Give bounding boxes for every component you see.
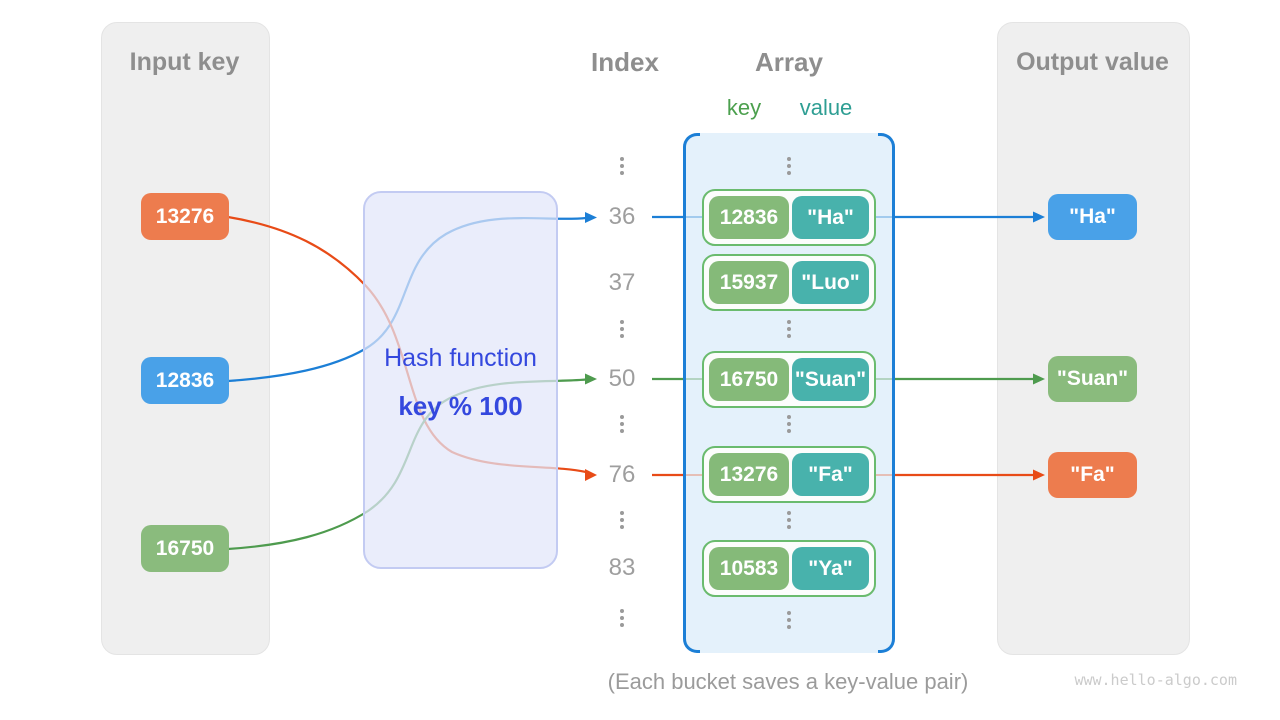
index-ellipsis — [620, 609, 624, 627]
bucket-value: "Fa" — [792, 453, 869, 496]
input-key-16750: 16750 — [141, 525, 229, 572]
index-column-title: Index — [591, 47, 659, 77]
index-value: 36 — [608, 203, 636, 230]
input-key-12836: 12836 — [141, 357, 229, 404]
bucket-key: 12836 — [709, 196, 789, 239]
array-ellipsis — [787, 511, 791, 529]
index-ellipsis — [620, 320, 624, 338]
bucket-key: 13276 — [709, 453, 789, 496]
diagram-caption: (Each bucket saves a key-value pair) — [607, 669, 969, 694]
output-value-fa: "Fa" — [1048, 452, 1137, 498]
index-value: 37 — [608, 269, 636, 296]
hash-function-box — [363, 191, 558, 569]
array-ellipsis — [787, 320, 791, 338]
array-bracket-right — [878, 133, 895, 653]
output-value-panel — [997, 22, 1190, 655]
output-panel-title: Output value — [1016, 48, 1169, 76]
bucket-row-83: 10583 "Ya" — [702, 540, 876, 597]
output-value-ha: "Ha" — [1048, 194, 1137, 240]
arrowhead-green-output-icon — [1033, 373, 1045, 385]
bucket-value: "Ya" — [792, 547, 869, 590]
input-panel-title: Input key — [129, 48, 240, 76]
hash-function-formula: key % 100 — [398, 391, 523, 421]
array-ellipsis — [787, 157, 791, 175]
arrowhead-green-index-icon — [585, 373, 597, 385]
array-column-title: Array — [755, 47, 823, 77]
watermark: www.hello-algo.com — [1074, 671, 1237, 689]
bucket-key: 15937 — [709, 261, 789, 304]
index-ellipsis — [620, 157, 624, 175]
key-header: key — [726, 95, 762, 120]
arrowhead-blue-output-icon — [1033, 211, 1045, 223]
index-ellipsis — [620, 511, 624, 529]
bucket-value: "Suan" — [792, 358, 869, 401]
bucket-key: 16750 — [709, 358, 789, 401]
bucket-row-50: 16750 "Suan" — [702, 351, 876, 408]
value-header: value — [799, 95, 853, 120]
arrowhead-orange-output-icon — [1033, 469, 1045, 481]
hash-function-label: Hash function — [384, 344, 537, 372]
index-ellipsis — [620, 415, 624, 433]
bucket-value: "Ha" — [792, 196, 869, 239]
input-key-13276: 13276 — [141, 193, 229, 240]
bucket-row-36: 12836 "Ha" — [702, 189, 876, 246]
array-ellipsis — [787, 611, 791, 629]
output-value-suan: "Suan" — [1048, 356, 1137, 402]
index-value: 76 — [608, 461, 636, 488]
array-bracket-left — [683, 133, 700, 653]
arrowhead-blue-index-icon — [585, 212, 597, 223]
bucket-row-37: 15937 "Luo" — [702, 254, 876, 311]
bucket-row-76: 13276 "Fa" — [702, 446, 876, 503]
index-value: 83 — [608, 554, 636, 581]
index-value: 50 — [608, 365, 636, 392]
arrowhead-orange-index-icon — [585, 469, 597, 481]
bucket-key: 10583 — [709, 547, 789, 590]
bucket-value: "Luo" — [792, 261, 869, 304]
array-ellipsis — [787, 415, 791, 433]
